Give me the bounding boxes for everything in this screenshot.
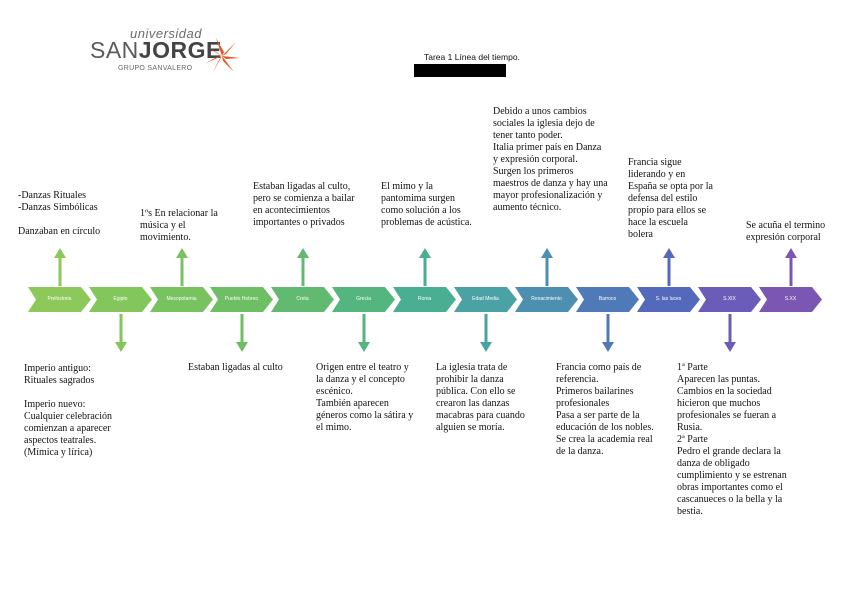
arrow-up-icon <box>540 248 553 291</box>
timeline-description-13: Se acuña el termino expresión corporal <box>746 220 826 243</box>
timeline-description-11: Francia sigue liderando y en España se o… <box>628 157 713 240</box>
arrow-down-icon <box>114 314 127 357</box>
timeline-description-1: -Danzas Rituales -Danzas Simbólicas Danz… <box>18 190 101 237</box>
timeline-step-label: Creta <box>296 296 309 302</box>
timeline-step-5: Creta <box>271 287 334 312</box>
arrow-down-icon <box>235 314 248 357</box>
page-title: Tarea 1 Línea del tiempo. <box>424 52 520 62</box>
university-logo: universidad SANJORGE GRUPO SANVALERO <box>90 26 250 76</box>
timeline-step-label: Prehistoria <box>47 296 72 302</box>
arrow-down-icon <box>601 314 614 357</box>
redacted-name-block <box>414 64 506 77</box>
timeline-step-label: S. las luces <box>655 296 682 302</box>
timeline-description-4: Estaban ligadas al culto <box>188 362 283 373</box>
arrow-up-icon <box>53 248 66 291</box>
timeline-description-12: 1ª Parte Aparecen las puntas. Cambios en… <box>677 362 787 517</box>
timeline-description-8: La iglesia trata de prohibir la danza pú… <box>436 362 525 433</box>
timeline-step-label: Edad Media <box>472 296 499 302</box>
timeline-step-3: Mesopotamia <box>150 287 213 312</box>
timeline-description-9: Debido a unos cambios sociales la iglesi… <box>493 106 608 213</box>
timeline-description-2: Imperio antiguo: Rituales sagrados Imper… <box>24 363 113 458</box>
timeline-description-5: Estaban ligadas al culto, pero se comien… <box>253 181 355 228</box>
timeline-step-label: Mesopotamia <box>166 296 197 302</box>
arrow-down-icon <box>357 314 370 357</box>
timeline-description-6: Origen entre el teatro y la danza y el c… <box>316 362 414 433</box>
timeline-step-9: Renacimiento <box>515 287 578 312</box>
timeline-step-13: S.XX <box>759 287 822 312</box>
timeline-step-label: Roma <box>417 296 432 302</box>
arrow-up-icon <box>296 248 309 291</box>
arrow-up-icon <box>662 248 675 291</box>
arrow-down-icon <box>723 314 736 357</box>
arrow-up-icon <box>418 248 431 291</box>
logo-main-text: SANJORGE <box>90 37 222 63</box>
logo-top-text: universidad <box>130 26 202 41</box>
arrow-up-icon <box>175 248 188 291</box>
timeline-step-6: Grecia <box>332 287 395 312</box>
timeline-step-11: S. las luces <box>637 287 700 312</box>
timeline-step-label: S.XX <box>784 296 797 302</box>
arrow-down-icon <box>479 314 492 357</box>
timeline-step-10: Barroco <box>576 287 639 312</box>
logo-group-text: GRUPO SANVALERO <box>118 65 193 72</box>
timeline-step-label: Pueblo Hebreo <box>224 296 259 302</box>
timeline-step-label: Grecia <box>356 296 371 302</box>
timeline-step-2: Egipto <box>89 287 152 312</box>
arrow-up-icon <box>784 248 797 291</box>
timeline-step-7: Roma <box>393 287 456 312</box>
timeline-step-label: S.XIX <box>723 296 736 302</box>
logo-star-icon <box>204 38 240 74</box>
timeline-description-3: 1ºs En relacionar la música y el movimie… <box>140 208 218 243</box>
timeline-step-8: Edad Media <box>454 287 517 312</box>
timeline-step-1: Prehistoria <box>28 287 91 312</box>
timeline-step-4: Pueblo Hebreo <box>210 287 273 312</box>
timeline-description-7: El mimo y la pantomima surgen como soluc… <box>381 181 472 228</box>
timeline-description-10: Francia como país de referencia. Primero… <box>556 362 654 457</box>
timeline-step-label: Renacimiento <box>531 296 562 302</box>
timeline-step-label: Egipto <box>113 296 128 302</box>
timeline-step-12: S.XIX <box>698 287 761 312</box>
timeline-step-label: Barroco <box>598 296 617 302</box>
